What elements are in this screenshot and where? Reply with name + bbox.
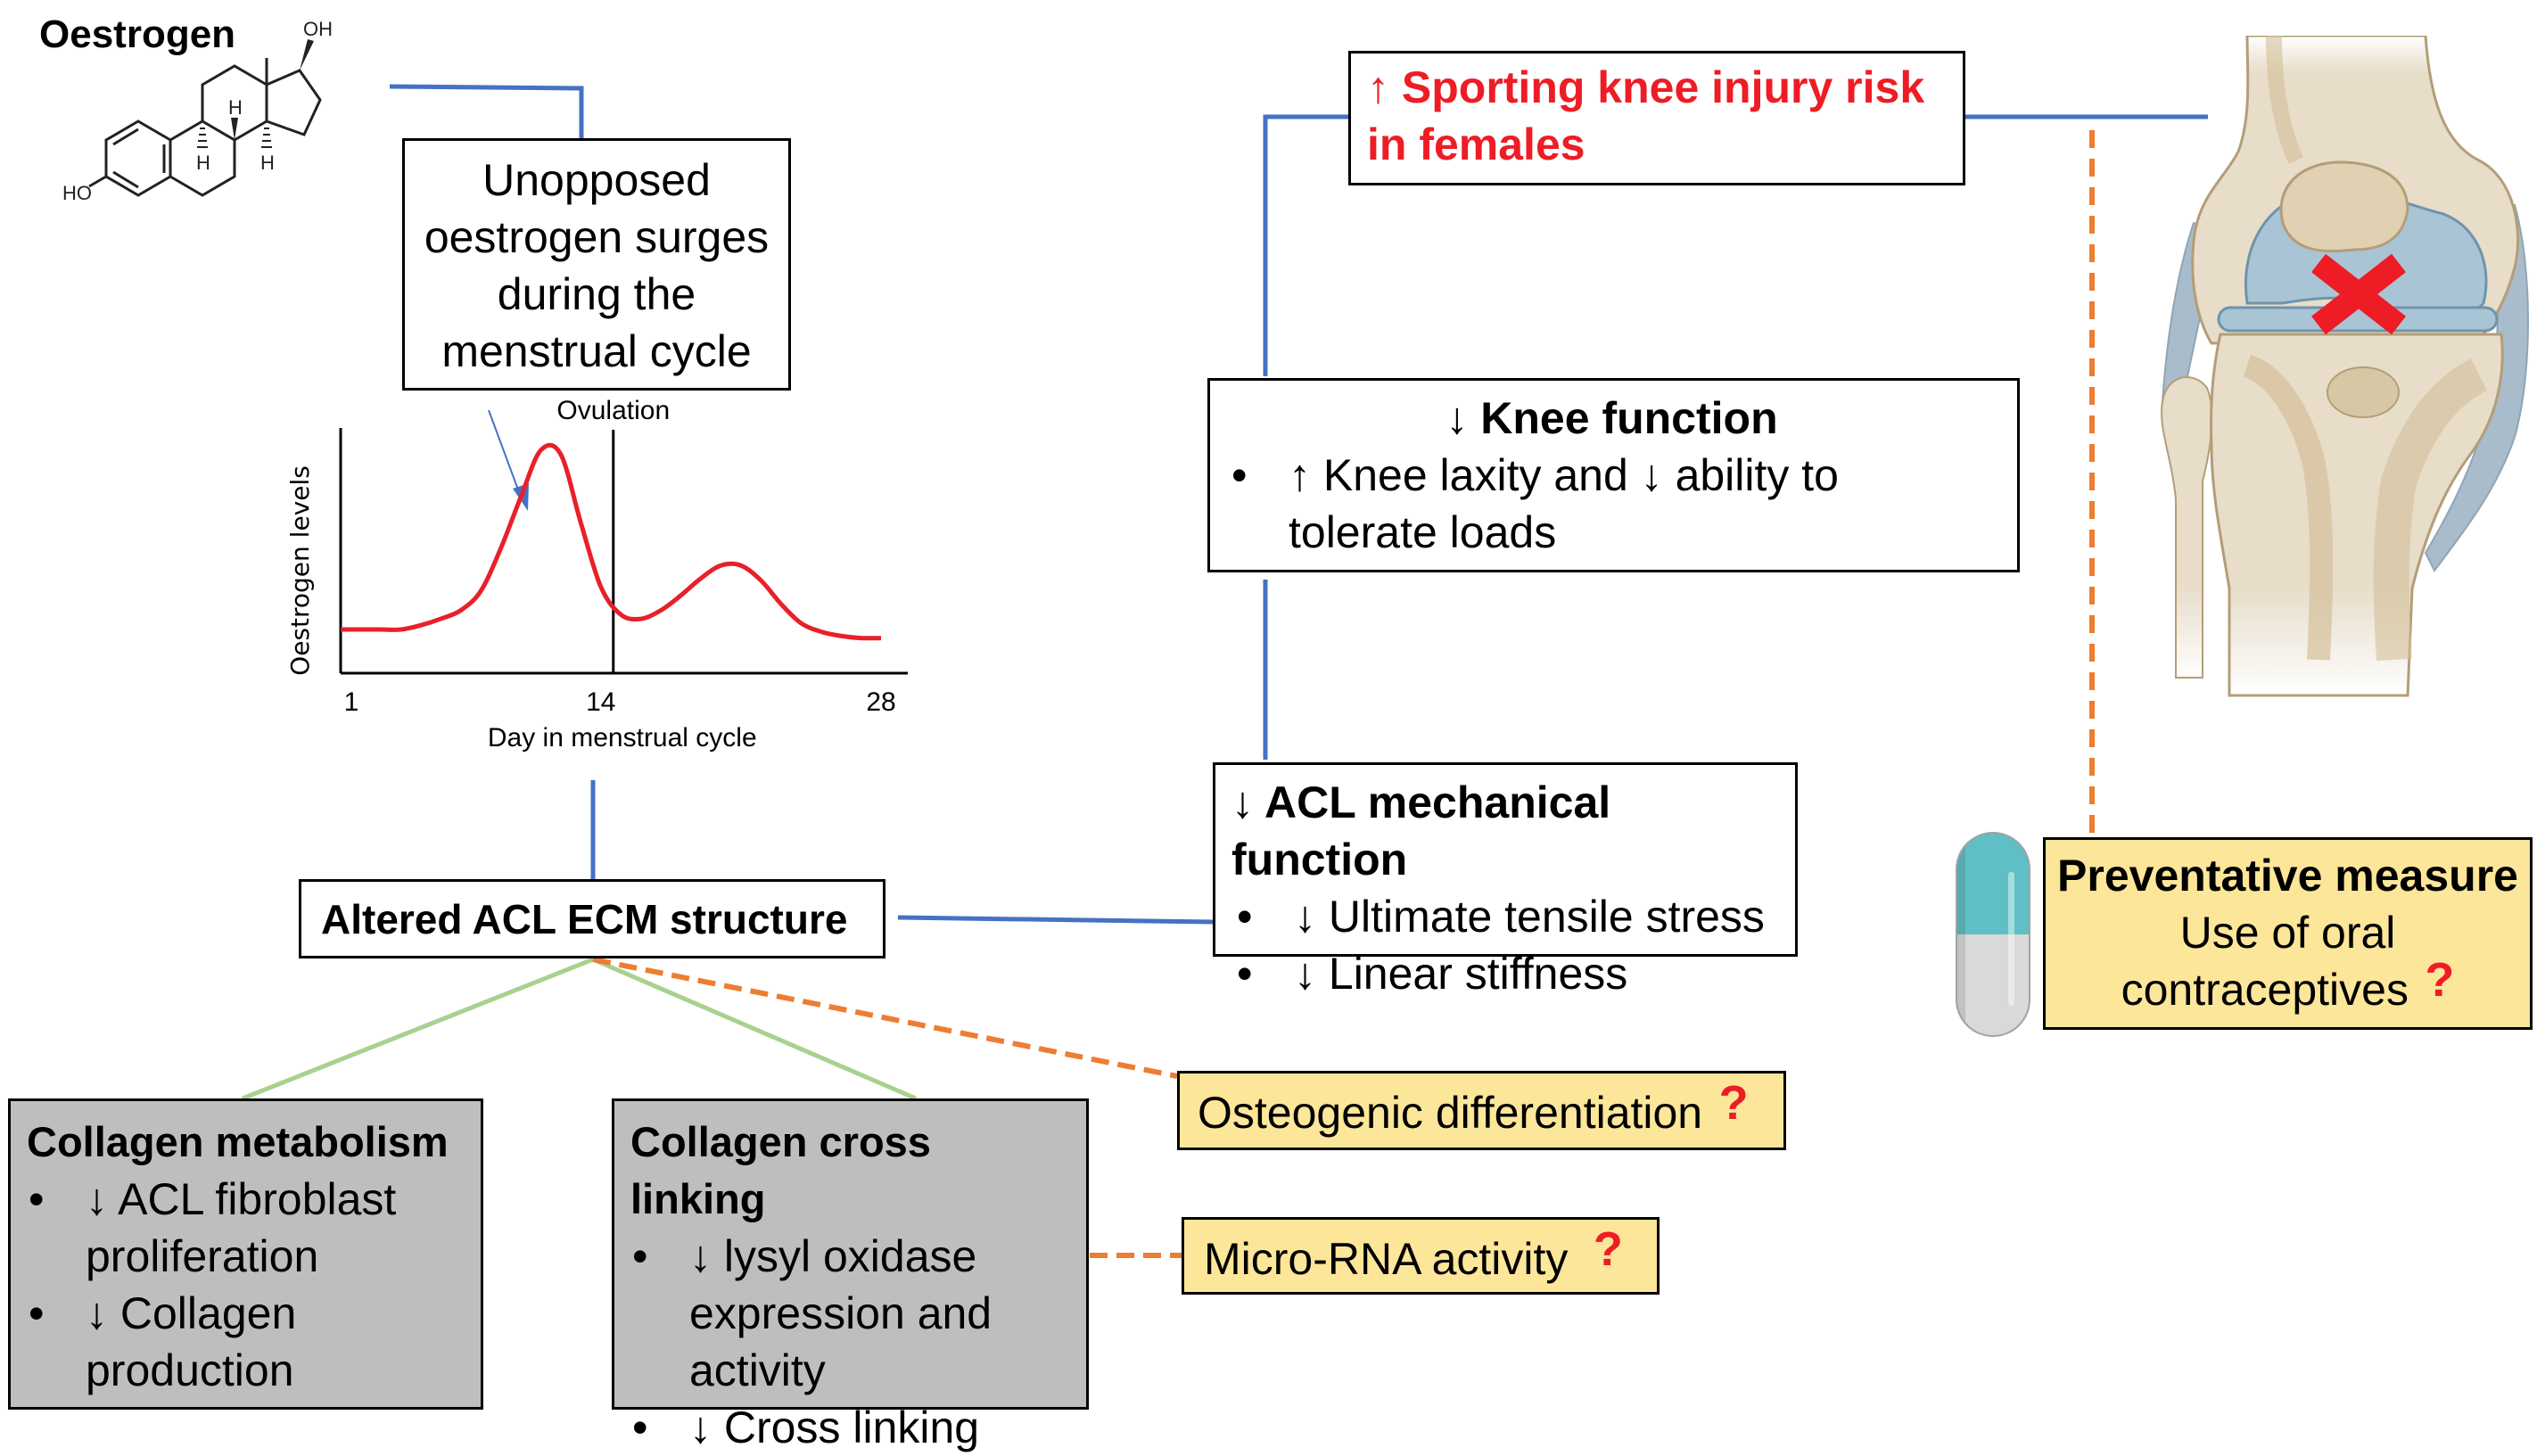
altered-acl-ecm-box: Altered ACL ECM structure [299,879,885,958]
oestrogen-cycle-chart: Oestrogen levels Ovulation 1 14 28 Day in … [285,396,908,753]
connector-molecule-to-surges [389,84,584,138]
connector-ecm-to-acl [897,915,1214,925]
h-label-2: H [196,152,210,174]
x-tick-label: 1 [344,687,359,717]
preventative-line-2: contraceptives [2121,965,2409,1015]
acl-item: ↓ Ultimate tensile stress [1231,888,1795,945]
collagen-metabolism-box: Collagen metabolism ↓ ACL fibroblast pro… [8,1098,483,1410]
h-label-1: H [228,96,243,119]
preventative-line-1: Use of oral [2179,908,2396,958]
x-tick-label: 28 [866,687,895,717]
acl-mechanical-title: ↓ ACL mechanical function [1231,777,1611,884]
connector-ecm-to-metabolism [242,957,594,1101]
microrna-label: Micro-RNA activity [1204,1234,1569,1284]
ovulation-label: Ovulation [556,396,670,425]
question-mark-icon: ? [1593,1222,1623,1276]
preventative-title: Preventative measure [2057,851,2518,901]
knee-function-title: ↓ Knee function [1445,393,1778,443]
collagen-crosslinking-item: ↓ lysyl oxidase expression and activity [627,1228,1074,1399]
knee-joint-illustration [2161,36,2529,697]
x-axis-label: Day in menstrual cycle [488,723,757,753]
connector-layer [242,84,2208,1258]
collagen-crosslinking-box: Collagen cross linking ↓ lysyl oxidase e… [612,1098,1089,1456]
injury-cross-icon [2311,253,2406,335]
unopposed-line-1: Unopposed [482,155,711,205]
altered-acl-ecm-label: Altered ACL ECM structure [321,896,848,942]
collagen-metabolism-item: ↓ Collagen production [23,1285,481,1399]
osteogenic-label: Osteogenic differentiation [1198,1088,1703,1138]
osteogenic-differentiation-box: Osteogenic differentiation ? [1177,1071,1786,1150]
oestrogen-title: Oestrogen [39,12,236,56]
knee-injury-risk-box: ↑ Sporting knee injury risk in females [1348,51,1965,185]
connector-ecm-to-osteogenic [592,957,1178,1079]
question-mark-icon: ? [2425,953,2455,1007]
unopposed-line-3: during the [497,269,696,319]
collagen-metabolism-item: ↓ ACL fibroblast proliferation [23,1171,481,1285]
unopposed-oestrogen-box: Unopposed oestrogen surges during the me… [402,138,791,391]
surge-pointer-arrow [488,409,523,500]
knee-function-item: ↑ Knee laxity and ↓ ability to tolerate … [1226,447,1997,561]
collagen-crosslinking-title: Collagen cross linking [630,1118,931,1222]
connector-knee-function-to-risk [1263,114,1348,376]
oestrogen-molecule-structure: OH HO H H H [62,18,333,204]
microrna-activity-box: Micro-RNA activity ? [1182,1217,1660,1295]
oh-top-label: OH [303,18,333,40]
connector-ecm-to-crosslinking [592,957,917,1101]
knee-injury-risk-label: ↑ Sporting knee injury risk in females [1367,62,1925,169]
oestrogen-curve [340,442,882,641]
preventative-measure-box: Preventative measure Use of oral contrac… [2043,837,2533,1030]
collagen-metabolism-title: Collagen metabolism [27,1118,449,1165]
acl-mechanical-function-box: ↓ ACL mechanical function ↓ Ultimate ten… [1213,762,1798,1002]
y-axis-label: Oestrogen levels [285,465,315,676]
oh-left-label: HO [62,182,92,204]
question-mark-icon: ? [1718,1076,1749,1130]
x-tick-label: 14 [586,687,615,717]
collagen-crosslinking-item: ↓ Cross linking [627,1399,1074,1456]
pill-icon [1956,832,2030,1037]
knee-function-box: ↓ Knee function ↑ Knee laxity and ↓ abil… [1207,378,2020,572]
unopposed-line-2: oestrogen surges [424,212,770,262]
unopposed-line-4: menstrual cycle [441,326,752,376]
acl-item: ↓ Linear stiffness [1231,945,1795,1002]
h-label-3: H [260,152,275,174]
